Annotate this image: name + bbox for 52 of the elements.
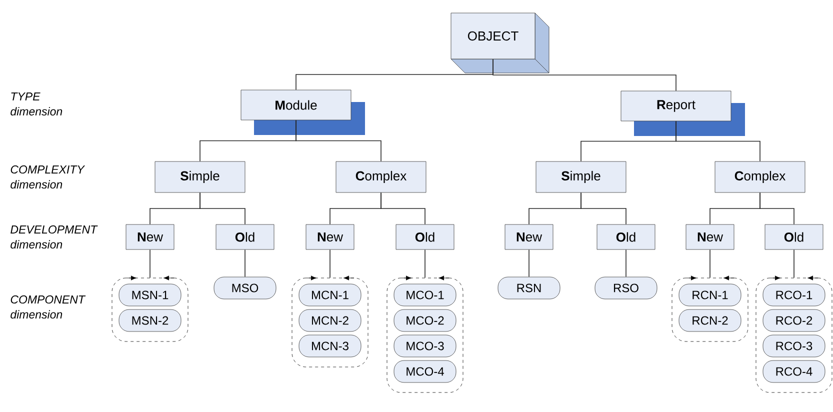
development-box: New — [504, 224, 554, 250]
component-pill: RCO-2 — [762, 309, 826, 332]
connector-line — [244, 249, 246, 278]
connector-line — [760, 192, 794, 225]
complexity-box: Complex — [714, 161, 806, 193]
component-pill: MCN-2 — [298, 309, 362, 332]
component-pill: RSO — [594, 276, 658, 300]
development-box: New — [686, 224, 734, 250]
type-box: Module — [240, 90, 365, 135]
connector-line — [424, 249, 426, 278]
component-pill: RCO-1 — [762, 284, 826, 306]
development-box: Old — [764, 224, 824, 250]
connector-line — [676, 120, 760, 162]
object-box: OBJECT — [450, 12, 550, 74]
dashed-cycle-group — [112, 276, 188, 342]
dashed-cycle-group — [672, 276, 748, 342]
component-pill: RCO-4 — [762, 360, 826, 383]
connector-line — [492, 58, 676, 92]
connector-line — [200, 192, 246, 225]
component-pill: MCO-1 — [394, 284, 456, 306]
development-box: Old — [396, 224, 454, 250]
component-pill: RCN-1 — [678, 284, 742, 306]
type-box: Report — [620, 90, 745, 136]
connector-line — [580, 192, 626, 225]
complexity-box: Complex — [336, 161, 426, 193]
dashed-cycle-group — [386, 276, 464, 393]
component-pill: MSN-1 — [118, 284, 182, 306]
component-pill: MCO-4 — [394, 360, 456, 383]
component-pill: MCO-2 — [394, 309, 456, 332]
development-box: Old — [216, 224, 274, 250]
connector-line — [296, 120, 382, 162]
connector-line — [380, 192, 426, 225]
dashed-cycle-group — [756, 276, 832, 393]
component-pill: RSN — [498, 276, 560, 300]
dimension-label: TYPE dimension — [10, 92, 62, 116]
dashed-cycle-group — [292, 276, 368, 368]
development-box: New — [126, 224, 174, 250]
complexity-box: Simple — [154, 161, 246, 193]
component-pill: RCN-2 — [678, 309, 742, 332]
component-pill: MCN-3 — [298, 334, 362, 358]
component-pill: MSN-2 — [118, 309, 182, 332]
component-pill: MSO — [214, 276, 276, 300]
component-pill: MCN-1 — [298, 284, 362, 306]
development-box: Old — [596, 224, 656, 250]
component-pill: MCO-3 — [394, 334, 456, 358]
complexity-box: Simple — [536, 161, 626, 193]
development-box: New — [306, 224, 354, 250]
component-pill: RCO-3 — [762, 334, 826, 358]
connector-line — [528, 249, 530, 278]
dimension-label: COMPLEXITY dimension — [10, 165, 86, 189]
dimension-label: DEVELOPMENT dimension — [10, 225, 98, 249]
dimension-label: COMPONENT dimension — [10, 295, 86, 319]
